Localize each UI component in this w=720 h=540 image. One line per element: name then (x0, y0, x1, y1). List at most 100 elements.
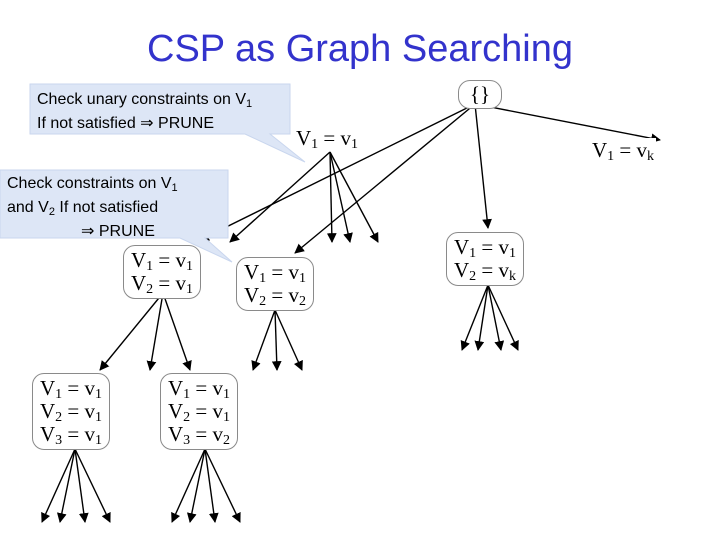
assignment-line: V2 = v2 (244, 284, 307, 309)
edge-n111-branch-4 (74, 448, 111, 523)
edge-label-last-value: V1 = vk (590, 138, 657, 164)
assignment-line: V1 = v1 (244, 260, 307, 286)
n12-line2-var-index: 2 (259, 294, 267, 309)
assignment-line: V1 = v1 (454, 235, 516, 261)
n11-line2-value: = v (153, 271, 187, 295)
edge-n12-branch-2 (271, 309, 282, 371)
edge-n12-branch-3 (274, 309, 303, 371)
n112-line1-value-index: 1 (223, 387, 231, 402)
edge-n1k-branch-3 (487, 284, 505, 351)
n1k-line2-var: V (454, 258, 470, 282)
binary-constraint-callout: Check constraints on V1 and V2 If not sa… (7, 174, 178, 242)
assignment-line: V2 = v1 (40, 399, 103, 425)
n111-line1-var: V (40, 376, 56, 400)
n1k-line2-value-index: k (509, 269, 517, 284)
n12-line1-var-index: 1 (259, 271, 267, 286)
edge-label-first-value: V1 = v1 (294, 126, 361, 152)
root-node: {} (458, 80, 502, 109)
binary-callout-shape (0, 169, 233, 263)
n11-line1-var: V (131, 248, 147, 272)
assignment-line: V3 = v1 (40, 422, 103, 448)
n111-line2-var: V (40, 399, 56, 423)
n111-line2-value-index: 1 (95, 410, 103, 425)
edge-v1-branch-2 (329, 151, 353, 243)
n111-line1-value: = v (62, 376, 96, 400)
n1k-line2-value: = v (476, 258, 510, 282)
n111-line3-var: V (40, 422, 56, 446)
n11-line1-value-index: 1 (186, 259, 194, 274)
n112-line1-value: = v (190, 376, 224, 400)
n112-line3-var: V (168, 422, 184, 446)
binary-callout-line2-sub: 2 (48, 206, 55, 218)
unary-callout-line2: If not satisfied ⇒ PRUNE (37, 115, 215, 132)
n111-line1-value-index: 1 (95, 387, 103, 402)
n1k-line1-var: V (454, 235, 470, 259)
edge-first-var-index: 1 (311, 137, 319, 152)
n112-line1-var-index: 1 (183, 387, 191, 402)
n12-line1-value: = v (266, 260, 300, 284)
n112-line2-var-index: 2 (183, 410, 191, 425)
edge-n1k-branch-2 (474, 284, 489, 351)
n1k-line1-value: = v (476, 235, 510, 259)
n112-line2-value-index: 1 (223, 410, 231, 425)
n11-line1-var-index: 1 (146, 259, 154, 274)
n111-line3-value-index: 1 (95, 433, 103, 448)
n11-line2-var: V (131, 271, 147, 295)
edge-n12-branch-1 (251, 309, 276, 371)
edge-last-value-index: k (647, 149, 655, 164)
edge-root-to-n1k (474, 103, 492, 229)
binary-callout-line3: ⇒ PRUNE (81, 223, 155, 240)
edge-n112-branch-1 (171, 448, 206, 523)
n12-line2-value-index: 2 (299, 294, 307, 309)
binary-callout-line2b: If not satisfied (54, 199, 159, 216)
slide-title: CSP as Graph Searching (147, 28, 573, 70)
n12-line1-value-index: 1 (299, 271, 307, 286)
edge-n1k-branch-1 (460, 284, 489, 351)
n11-line2-var-index: 2 (146, 282, 154, 297)
binary-callout-line2a: and V (7, 199, 49, 216)
n111-line1-var-index: 1 (55, 387, 63, 402)
assignment-line: V3 = v2 (168, 422, 231, 448)
n11-line1-value: = v (153, 248, 187, 272)
edge-root-to-n11 (199, 103, 476, 241)
tree-edges (41, 103, 661, 523)
unary-callout-shape (29, 83, 306, 163)
edge-n111-branch-3 (74, 448, 89, 523)
n112-line3-value-index: 2 (223, 433, 231, 448)
edge-n112-branch-2 (186, 448, 206, 523)
edge-first-value: = v (318, 126, 352, 150)
n111-line3-var-index: 3 (55, 433, 63, 448)
n1k-line2-var-index: 2 (469, 269, 477, 284)
n112-line3-value: = v (190, 422, 224, 446)
edge-n111-branch-1 (41, 448, 76, 523)
n11-line2-value-index: 1 (186, 282, 194, 297)
edge-v1-branch-4 (229, 151, 331, 243)
unary-constraint-callout: Check unary constraints on V1 If not sat… (37, 90, 252, 134)
n112-line1-var: V (168, 376, 184, 400)
binary-callout-line1-sub: 1 (171, 182, 178, 194)
assignment-line: V1 = v1 (40, 376, 103, 402)
n112-line2-value: = v (190, 399, 224, 423)
assignment-line: V1 = v1 (131, 248, 194, 274)
edge-first-value-index: 1 (351, 137, 359, 152)
edge-v1-branch-1 (329, 151, 379, 243)
edge-last-value: = v (614, 138, 648, 162)
root-node-label: {} (469, 82, 491, 106)
edge-first-var: V (296, 126, 312, 150)
n112-line2-var: V (168, 399, 184, 423)
assignment-line: V2 = v1 (168, 399, 231, 425)
binary-callout-line1: Check constraints on V (7, 175, 172, 192)
edge-n112-branch-3 (204, 448, 219, 523)
n111-line3-value: = v (62, 422, 96, 446)
edge-n11-to-n112 (162, 292, 192, 371)
edge-n111-branch-2 (56, 448, 76, 523)
n111-line2-var-index: 2 (55, 410, 63, 425)
edge-n112-branch-4 (204, 448, 241, 523)
edge-n11-branch-mid (146, 292, 164, 371)
